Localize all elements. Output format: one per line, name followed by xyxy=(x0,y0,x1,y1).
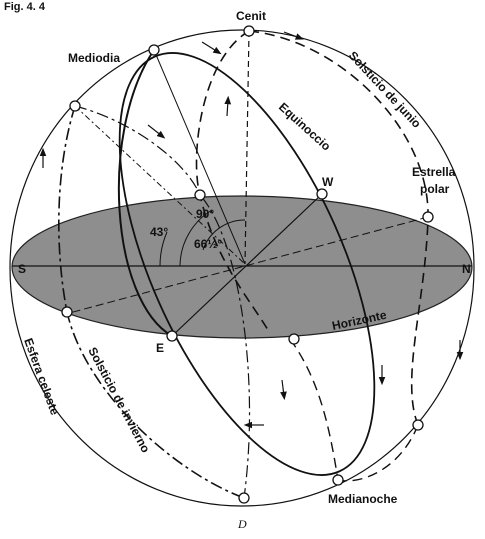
label-medianoche: Medianoche xyxy=(328,492,398,506)
label-estrella: Estrella xyxy=(412,165,456,179)
label-esfera-celeste: Esfera celeste xyxy=(21,336,62,417)
label-solsticio-junio: Solsticio de junio xyxy=(346,48,424,130)
medianoche-point xyxy=(333,475,343,485)
east-point xyxy=(167,331,177,341)
cenit-point xyxy=(244,26,254,36)
label-east: E xyxy=(156,341,164,355)
lower-right-point xyxy=(413,420,423,430)
label-south: S xyxy=(18,262,26,276)
label-west: W xyxy=(322,175,334,189)
west-point xyxy=(317,189,327,199)
mediodia-point xyxy=(149,45,159,55)
nadir-point xyxy=(239,493,249,503)
arrow-up-left xyxy=(227,100,228,116)
summer-solstice-back xyxy=(290,339,338,480)
summer-set-point xyxy=(289,334,299,344)
label-solsticio-invierno: Solsticio de invierno xyxy=(85,345,152,455)
label-polar: polar xyxy=(420,182,450,196)
arrow-top xyxy=(202,42,218,52)
label-angle-43: 43° xyxy=(150,225,168,239)
label-equinoccio: Equinoccio xyxy=(276,100,333,154)
label-mediodia: Mediodia xyxy=(68,51,120,65)
label-north: N xyxy=(462,262,471,276)
label-cenit: Cenit xyxy=(236,9,266,23)
summer-solstice-lower xyxy=(338,425,418,481)
polar-star-point xyxy=(423,212,433,222)
arrow-cenit xyxy=(284,32,300,38)
arrow-winter xyxy=(148,125,162,136)
winter-rise-point xyxy=(195,190,205,200)
label-angle-66: 66½° xyxy=(194,237,222,251)
header-fragment: Fig. 4. 4 xyxy=(4,1,46,13)
figure-caption: D xyxy=(237,517,247,531)
winter-noon-point xyxy=(70,101,80,111)
label-angle-90: 90° xyxy=(196,207,214,221)
left-horizon-point xyxy=(62,307,72,317)
arrow-center-lower xyxy=(282,380,284,396)
